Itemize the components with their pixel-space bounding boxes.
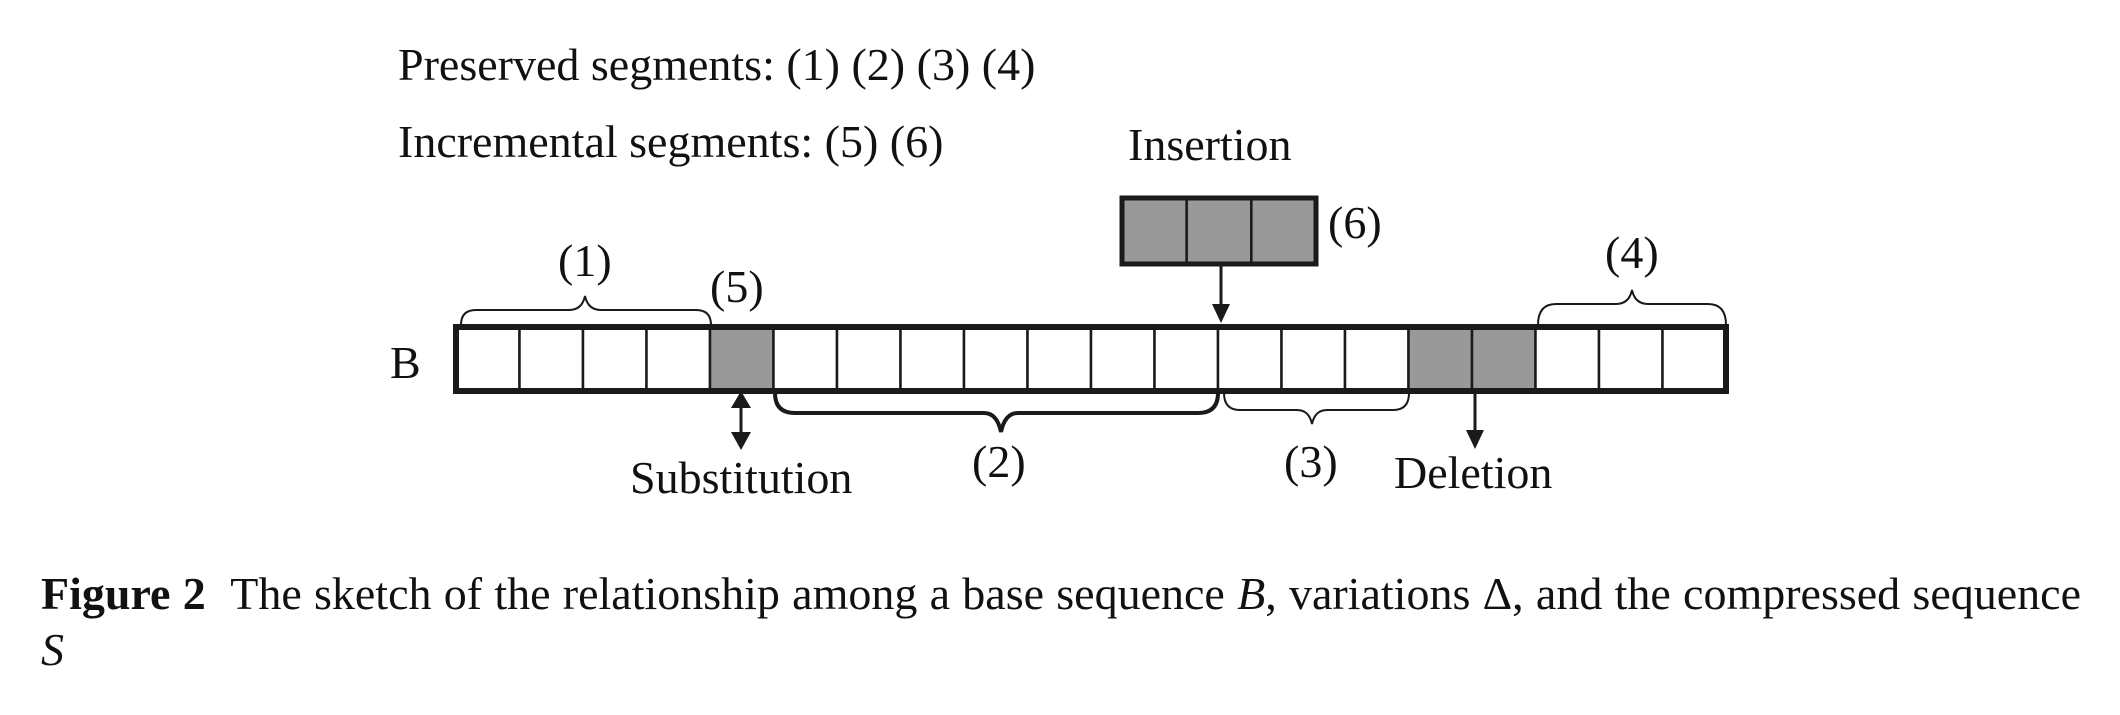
base-cell (899, 325, 966, 393)
segment-2-label: (2) (972, 436, 1026, 487)
base-sequence-label: B (390, 337, 421, 388)
insertion-block-outline (1119, 195, 1319, 267)
caption-text-part-1: The sketch of the relationship among a b… (230, 568, 1238, 619)
insertion-cell (1120, 196, 1188, 266)
figure-caption: Figure 2 The sketch of the relationship … (41, 566, 2081, 678)
incremental-segments-legend: Incremental segments: (5) (6) (398, 116, 943, 167)
base-cell (1407, 325, 1474, 393)
caption-label: Figure 2 (41, 568, 206, 619)
base-cell (835, 325, 902, 393)
base-cell (1470, 325, 1537, 393)
deletion-arrow (1466, 392, 1484, 449)
base-cell (1280, 325, 1347, 393)
base-cell (708, 325, 775, 393)
base-cell (1089, 325, 1156, 393)
segment-3-label: (3) (1284, 436, 1338, 487)
base-sequence-cells (454, 325, 1728, 393)
deletion-label: Deletion (1394, 447, 1552, 498)
caption-var-b: B (1237, 568, 1266, 619)
segment-3-brace (1223, 392, 1410, 425)
base-cell (1534, 325, 1601, 393)
insertion-label: Insertion (1128, 119, 1292, 170)
insertion-arrow (1212, 264, 1230, 323)
insertion-cell (1250, 196, 1318, 266)
base-cell (1597, 325, 1664, 393)
base-cell (1153, 325, 1220, 393)
segment-1-label: (1) (558, 235, 612, 286)
substitution-arrow (731, 391, 751, 450)
base-cell (962, 325, 1029, 393)
caption-var-s: S (41, 624, 64, 675)
base-cell (454, 325, 521, 393)
insertion-cell (1185, 196, 1253, 266)
segment-4-label: (4) (1605, 227, 1659, 278)
base-sequence-outline (453, 324, 1729, 394)
segment-2-brace (773, 392, 1220, 433)
base-cell (1026, 325, 1093, 393)
segment-4-brace (1537, 289, 1727, 326)
base-cell (581, 325, 648, 393)
segment-1-brace (460, 295, 712, 326)
segment-5-label: (5) (710, 261, 764, 312)
base-cell (1216, 325, 1283, 393)
base-cell (1661, 325, 1728, 393)
preserved-segments-legend: Preserved segments: (1) (2) (3) (4) (398, 39, 1035, 90)
segment-6-label: (6) (1328, 197, 1382, 248)
base-cell (1343, 325, 1410, 393)
insertion-block-cells (1120, 196, 1318, 266)
substitution-label: Substitution (630, 452, 852, 503)
base-cell (772, 325, 839, 393)
base-cell (645, 325, 712, 393)
base-cell (518, 325, 585, 393)
caption-text-part-2: , variations Δ, and the compressed seque… (1265, 568, 2082, 619)
